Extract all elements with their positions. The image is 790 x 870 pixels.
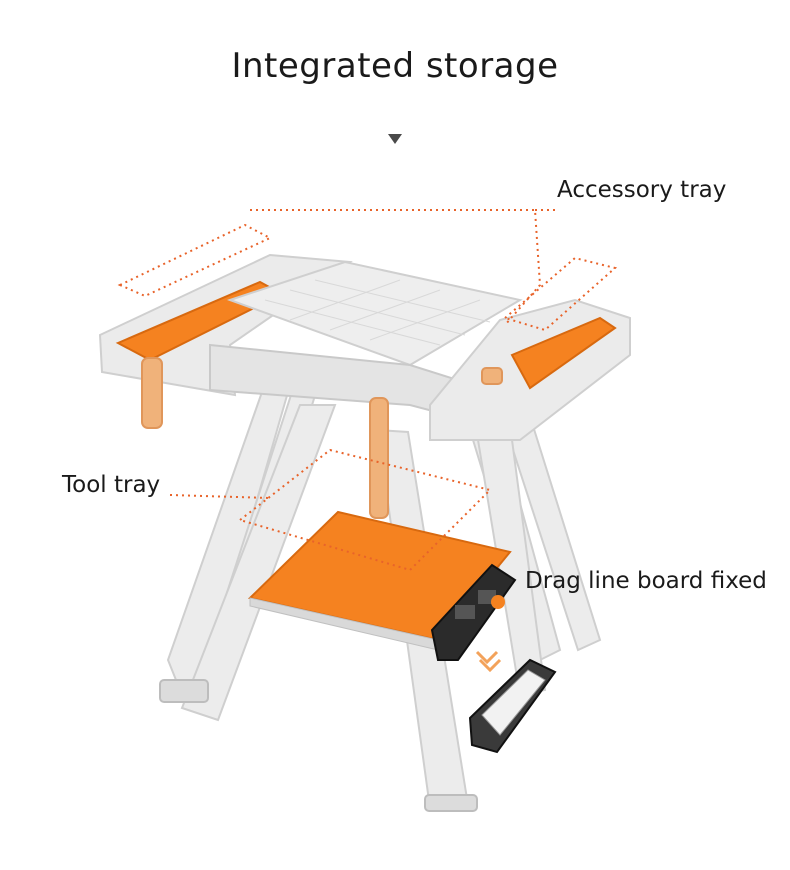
page-title: Integrated storage bbox=[231, 46, 559, 86]
clamp-handles bbox=[141, 357, 503, 519]
drag-line-board-label: Drag line board fixed bbox=[525, 568, 767, 594]
workbench-feet bbox=[159, 679, 478, 812]
down-triangle-icon bbox=[388, 134, 402, 144]
callout-lines bbox=[117, 209, 618, 572]
power-strip bbox=[468, 658, 557, 754]
accessory-tray-label: Accessory tray bbox=[557, 177, 727, 203]
right-accessory-tray bbox=[510, 316, 617, 390]
workbench-top bbox=[98, 253, 631, 441]
chevron-down-icon bbox=[475, 650, 502, 673]
drag-board-marker-dot bbox=[491, 595, 505, 609]
tool-tray-label: Tool tray bbox=[62, 472, 161, 498]
